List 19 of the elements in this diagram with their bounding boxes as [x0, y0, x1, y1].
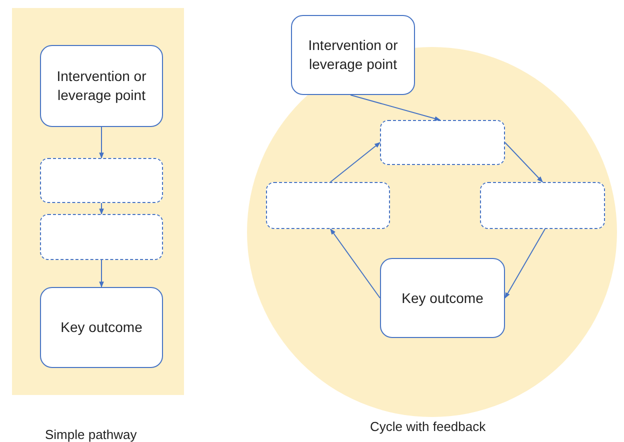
arrow	[504, 142, 543, 182]
panel-caption: Cycle with feedback	[370, 419, 486, 434]
arrow	[99, 260, 104, 288]
panel-caption: Simple pathway	[45, 427, 137, 442]
intervention-box: Intervention or leverage point	[40, 45, 163, 127]
step-box	[480, 182, 605, 229]
arrow	[350, 94, 441, 121]
arrow	[99, 202, 104, 215]
step-box	[40, 214, 163, 260]
outcome-box: Key outcome	[40, 287, 163, 368]
step-box	[266, 182, 390, 229]
arrow	[330, 142, 380, 182]
step-box	[380, 120, 505, 165]
outcome-box: Key outcome	[380, 258, 505, 338]
intervention-box: Intervention or leverage point	[291, 15, 415, 95]
arrow	[330, 228, 380, 298]
step-box	[40, 158, 163, 203]
arrow	[504, 228, 546, 299]
arrow	[99, 126, 104, 159]
